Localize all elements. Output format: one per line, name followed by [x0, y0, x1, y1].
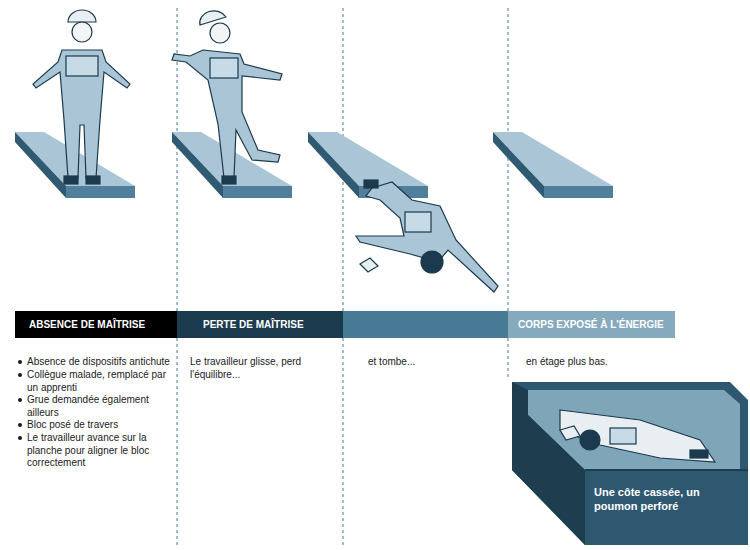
bullet-text: Bloc posé de travers — [27, 419, 173, 432]
node-text: CORPS EXPOSÉ À L'ÉNERGIE — [518, 319, 664, 331]
worker-standing — [33, 10, 130, 184]
bullet-dot — [18, 423, 22, 427]
node-text: Une côte cassée, un poumon perforé — [594, 485, 740, 513]
worker-falling — [356, 180, 498, 292]
bullet-dot — [18, 398, 22, 402]
injury-box: Une côte cassée, un poumon perforé — [588, 476, 746, 522]
phase-band: ABSENCE DE MAÎTRISE — [15, 311, 177, 338]
plank — [308, 132, 428, 198]
step-text: Le travailleur glisse, perd l'équilibre.… — [190, 356, 338, 381]
node-text: PERTE DE MAÎTRISE — [203, 319, 304, 331]
step-text: en étage plus bas. — [526, 356, 676, 369]
bullet-text: Absence de dispositifs antichute — [27, 356, 173, 369]
bullet-dot — [18, 373, 22, 377]
impact-box — [512, 382, 748, 545]
bullet-text: Grue demandée également ailleurs — [27, 394, 173, 419]
bullet-dot — [18, 360, 22, 364]
worker-slipping — [172, 11, 282, 184]
node-text: ABSENCE DE MAÎTRISE — [29, 319, 145, 331]
band-segment — [343, 311, 508, 338]
bullet-text: Collègue malade, remplacé par un apprent… — [27, 369, 173, 394]
phase-band: CORPS EXPOSÉ À L'ÉNERGIE — [508, 311, 675, 338]
bullet-text: Le travailleur avance sur la planche pou… — [27, 432, 173, 470]
step-text: et tombe... — [368, 356, 500, 369]
phase-band: PERTE DE MAÎTRISE — [177, 311, 343, 338]
bullet-dot — [18, 436, 22, 440]
plank — [493, 132, 613, 198]
